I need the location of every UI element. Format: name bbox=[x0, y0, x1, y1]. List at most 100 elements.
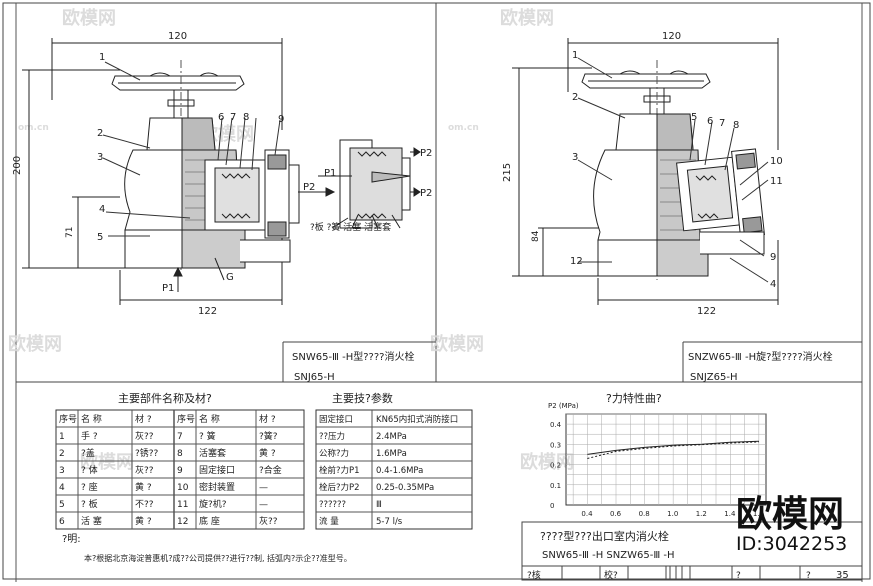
part-label: 10 bbox=[770, 156, 783, 167]
part-label: 2 bbox=[572, 92, 578, 103]
title-block-cell: ? bbox=[736, 571, 741, 581]
table-cell: 底 座 bbox=[199, 515, 220, 527]
p1-inlet-label: P1 bbox=[162, 283, 174, 294]
watermark-text: 欧模网 bbox=[430, 333, 484, 355]
table-header-cell: 材 ? bbox=[259, 413, 276, 425]
table-cell: 灰?? bbox=[135, 430, 154, 442]
y-tick-label: 0 bbox=[550, 502, 554, 510]
part-label: 9 bbox=[770, 252, 776, 263]
p1-label: P1 bbox=[324, 168, 336, 179]
table-cell: 5 bbox=[59, 500, 65, 510]
table-cell: ?盖 bbox=[81, 447, 95, 459]
param-name: 固定接口 bbox=[319, 414, 353, 425]
p2-label: P2 bbox=[420, 188, 432, 199]
part-label: 6 bbox=[218, 112, 224, 123]
detail-parts-caption: ?板 ?簧 活塞 活塞套 bbox=[310, 221, 391, 233]
dim-top-left: 120 bbox=[168, 31, 187, 42]
param-name: 流 量 bbox=[319, 516, 339, 527]
table-cell: 黄 ? bbox=[259, 447, 276, 459]
part-label: 7 bbox=[230, 112, 236, 123]
dim-bottom-right: 122 bbox=[697, 306, 716, 317]
notes-text: 本?根据北京海淀普惠机?成??公司提供??进行??制, 括弧内?示企??准型号。 bbox=[84, 553, 352, 563]
x-tick-label: 0.4 bbox=[581, 510, 593, 518]
table-cell: 旋?机? bbox=[199, 498, 227, 510]
table-cell: ?合金 bbox=[259, 464, 282, 476]
table-cell: ? 体 bbox=[81, 464, 98, 476]
parts-table-title: 主要部件名称及材? bbox=[118, 391, 212, 405]
chart-ylabel: P2 (MPa) bbox=[548, 402, 579, 410]
table-cell: ?锈?? bbox=[135, 447, 159, 459]
dim-inner-right: 84 bbox=[531, 230, 541, 242]
notes-heading: ?明: bbox=[62, 533, 81, 545]
watermark-site: om.cn bbox=[448, 123, 479, 133]
param-value: KN65内扣式消防接口 bbox=[376, 414, 458, 425]
x-tick-label: 1.6 bbox=[753, 510, 765, 518]
param-value: 2.4MPa bbox=[376, 432, 407, 442]
param-value: 0.4-1.6MPa bbox=[376, 466, 423, 476]
title-block-line2: SNW65-Ⅲ -H SNZW65-Ⅲ -H bbox=[542, 550, 675, 561]
y-tick-label: 0.3 bbox=[550, 441, 561, 449]
left-view-subtitle: SNJ65-H bbox=[294, 372, 335, 383]
table-cell: ? 簧 bbox=[199, 430, 216, 442]
part-label: 5 bbox=[97, 232, 103, 243]
param-name: ??压力 bbox=[319, 431, 345, 442]
title-block-cell: 校? bbox=[604, 569, 618, 581]
table-cell: ? 座 bbox=[81, 481, 98, 493]
part-label: 12 bbox=[570, 256, 583, 267]
part-label: 1 bbox=[99, 52, 105, 63]
part-label: 2 bbox=[97, 128, 103, 139]
table-cell: ? 板 bbox=[81, 498, 98, 510]
table-header-cell: 序号 bbox=[59, 413, 77, 425]
watermark-site: om.cn bbox=[18, 123, 49, 133]
sheet-number: 35 bbox=[836, 570, 849, 581]
dim-height-right: 215 bbox=[502, 163, 513, 182]
param-value: 0.25-0.35MPa bbox=[376, 483, 434, 493]
title-block-line1: ????型???出口室内消火栓 bbox=[540, 529, 669, 543]
table-header-cell: 名 称 bbox=[81, 413, 102, 425]
table-cell: 手 ? bbox=[81, 430, 98, 442]
param-name: ?????? bbox=[319, 500, 346, 510]
part-label: 7 bbox=[719, 118, 725, 129]
part-label: 11 bbox=[770, 176, 783, 187]
table-header-cell: 序号 bbox=[177, 413, 195, 425]
table-frame bbox=[315, 409, 473, 530]
right-view-subtitle: SNJZ65-H bbox=[690, 372, 737, 383]
series-line bbox=[587, 441, 759, 459]
x-tick-label: 1.4 bbox=[724, 510, 736, 518]
right-hydrant-section-view: 120 215 84 122 bbox=[502, 31, 862, 382]
x-tick-label: 0.8 bbox=[639, 510, 650, 518]
part-label: 3 bbox=[572, 152, 578, 163]
table-cell: 8 bbox=[177, 449, 183, 459]
table-cell: 活 塞 bbox=[81, 515, 102, 527]
table-cell: 活塞套 bbox=[199, 447, 226, 459]
table-cell: 灰?? bbox=[135, 464, 154, 476]
x-tick-label: 1.0 bbox=[667, 510, 678, 518]
dim-bottom-left: 122 bbox=[198, 306, 217, 317]
p2-arrow-label: P2 bbox=[303, 182, 315, 193]
stamp-id: ID:3042253 bbox=[736, 533, 848, 555]
x-tick-label: 1.2 bbox=[696, 510, 707, 518]
watermark-text: 欧模网 bbox=[80, 451, 134, 473]
table-header-cell: 名 称 bbox=[199, 413, 220, 425]
stamp-brand: 欧模网 bbox=[736, 494, 845, 535]
table-cell: 黄 ? bbox=[135, 481, 152, 493]
part-label: 8 bbox=[243, 112, 249, 123]
part-label: 3 bbox=[97, 152, 103, 163]
part-label: 6 bbox=[707, 116, 713, 127]
part-label: 4 bbox=[99, 204, 105, 215]
chart-title: ?力特性曲? bbox=[606, 391, 662, 405]
param-name: 公称?力 bbox=[319, 448, 349, 459]
part-label: 5 bbox=[691, 112, 697, 123]
part-label: 8 bbox=[733, 120, 739, 131]
table-cell: 2 bbox=[59, 449, 65, 459]
part-label: 1 bbox=[572, 50, 578, 61]
watermark-stamp: 欧模网 ID:3042253 bbox=[732, 494, 868, 556]
right-view-labels: 1 2 3 5 6 7 8 9 10 11 12 4 SNZW65-Ⅲ -H旋?… bbox=[570, 50, 833, 383]
x-tick-label: 0.6 bbox=[610, 510, 622, 518]
title-block bbox=[521, 521, 863, 581]
